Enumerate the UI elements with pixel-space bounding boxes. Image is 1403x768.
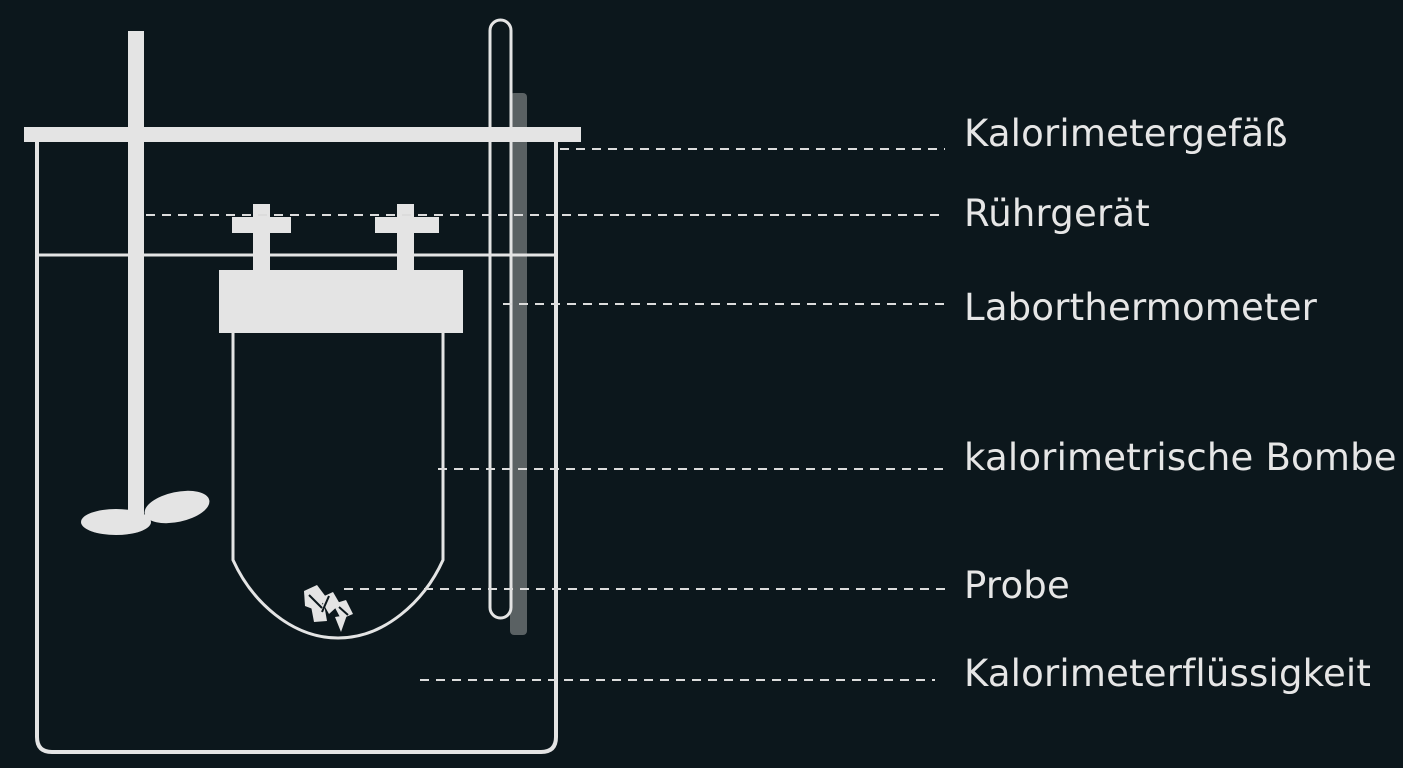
label-calorimetric-bomb: kalorimetrische Bombe bbox=[964, 436, 1397, 479]
label-stirrer: Rührgerät bbox=[964, 192, 1150, 235]
bomb-terminal-left-cap bbox=[232, 217, 291, 233]
stirrer-blade-left bbox=[81, 509, 151, 535]
label-calorimeter-vessel: Kalorimetergefäß bbox=[964, 112, 1288, 155]
thermometer-column bbox=[510, 93, 527, 635]
bomb-terminal-left-stem bbox=[253, 232, 270, 272]
thermometer-tube bbox=[488, 18, 513, 620]
calorimeter-vessel bbox=[35, 140, 558, 754]
bomb-body bbox=[231, 333, 445, 640]
label-calorimeter-liquid: Kalorimeterflüssigkeit bbox=[964, 652, 1372, 695]
bomb-terminal-right-stem bbox=[397, 232, 414, 272]
label-sample: Probe bbox=[964, 564, 1070, 607]
stirrer-blade-right bbox=[144, 490, 210, 524]
stirrer-shaft bbox=[128, 31, 144, 518]
vessel-lid bbox=[24, 127, 581, 142]
sample-pieces bbox=[304, 585, 353, 632]
label-thermometer: Laborthermometer bbox=[964, 286, 1318, 329]
bomb-head bbox=[219, 270, 463, 333]
sample-cracks bbox=[308, 594, 349, 616]
bomb-terminal-right-cap bbox=[375, 217, 439, 233]
